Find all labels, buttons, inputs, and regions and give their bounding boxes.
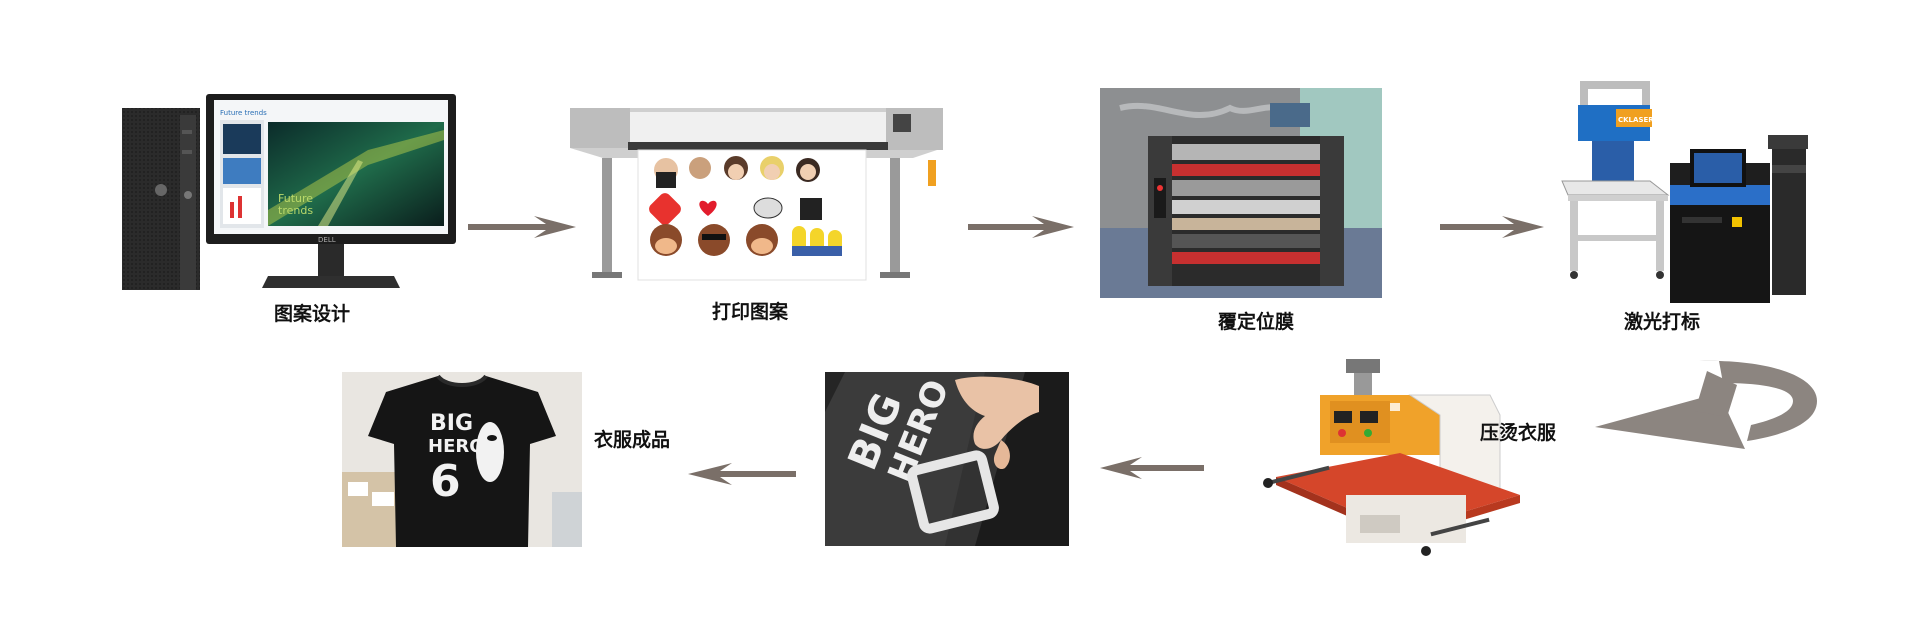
curved-return-arrow (1595, 360, 1817, 449)
laminator-image (1100, 88, 1382, 298)
peel-transfer-image: BIG HERO (825, 372, 1069, 546)
heat-press-image (1250, 355, 1530, 560)
screen-hero-line1: Future (278, 192, 313, 205)
computer-image: Future trends Future trends DELL (118, 90, 463, 295)
finished-shirt-image: BIG HERO 6 (342, 372, 582, 547)
printer-image (568, 100, 948, 285)
step-label-print: 打印图案 (712, 301, 789, 323)
step-label-finished: 衣服成品 (594, 429, 671, 451)
step-label-press: 压烫衣服 (1480, 422, 1557, 444)
step-label-design: 图案设计 (274, 303, 351, 325)
flow-arrow-1 (468, 216, 576, 238)
monitor-brand: DELL (318, 236, 336, 244)
screen-hero-line2: trends (278, 204, 313, 217)
step-label-laminate: 覆定位膜 (1218, 311, 1295, 333)
shirt-text-number: 6 (430, 456, 461, 507)
laser-machine-image: CKLASER (1550, 75, 1810, 310)
step-label-laser: 激光打标 (1624, 311, 1701, 333)
laser-brand-label: CKLASER (1618, 116, 1654, 124)
flow-arrow-3 (1440, 216, 1544, 238)
flow-arrow-5 (688, 463, 796, 485)
flow-arrow-2 (968, 216, 1074, 238)
flow-arrow-4 (1100, 457, 1204, 479)
shirt-text-line2: HERO (428, 436, 485, 457)
shirt-text-line1: BIG (430, 411, 473, 436)
screen-title: Future trends (220, 109, 267, 117)
